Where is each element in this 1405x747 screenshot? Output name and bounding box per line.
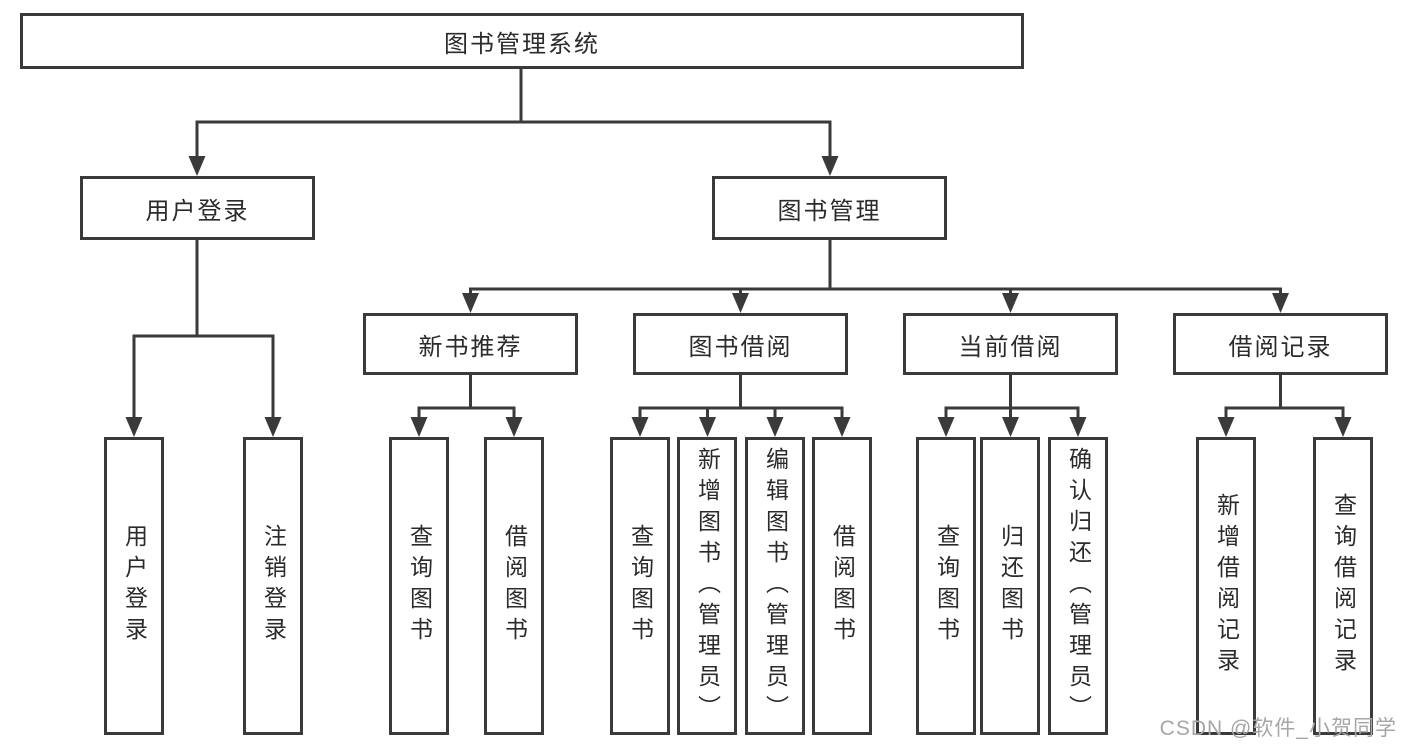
leaf-node-label: 新增借阅记录: [1213, 493, 1240, 679]
group-node-label: 新书推荐: [418, 333, 523, 361]
branch-node-book-management: 图书管理: [712, 176, 947, 240]
leaf-node-confirm-return-admin: 确认归还（管理员）: [1048, 437, 1108, 735]
group-node-new-book-recommend: 新书推荐: [363, 313, 578, 375]
group-node-label: 借阅记录: [1228, 333, 1333, 361]
leaf-node-label: 借阅图书: [829, 524, 856, 648]
leaf-node-label: 新增图书（管理员）: [694, 446, 721, 726]
group-node-borrow-record: 借阅记录: [1173, 313, 1388, 375]
leaf-node-label: 确认归还（管理员）: [1065, 446, 1092, 726]
leaf-node-add-book-admin: 新增图书（管理员）: [677, 437, 737, 735]
leaf-node-label: 查询图书: [933, 524, 960, 648]
leaf-node-user-login: 用户登录: [104, 437, 164, 735]
leaf-node-label: 归还图书: [997, 524, 1024, 648]
leaf-node-query-books: 查询图书: [389, 437, 449, 735]
leaf-node-query-borrow-record: 查询借阅记录: [1313, 437, 1373, 735]
branch-node-user-login: 用户登录: [80, 176, 315, 240]
leaf-node-query-books: 查询图书: [916, 437, 976, 735]
branch-node-label: 用户登录: [145, 197, 250, 225]
leaf-node-label: 查询图书: [406, 524, 433, 648]
group-node-label: 图书借阅: [688, 333, 793, 361]
branch-node-label: 图书管理: [777, 197, 882, 225]
leaf-node-label: 注销登录: [260, 524, 287, 648]
leaf-node-label: 编辑图书（管理员）: [762, 446, 789, 726]
leaf-node-label: 查询图书: [627, 524, 654, 648]
group-node-book-borrow: 图书借阅: [633, 313, 848, 375]
leaf-node-label: 借阅图书: [501, 524, 528, 648]
leaf-node-logout: 注销登录: [243, 437, 303, 735]
leaf-node-query-books: 查询图书: [610, 437, 670, 735]
leaf-node-add-borrow-record: 新增借阅记录: [1196, 437, 1256, 735]
leaf-node-borrow-books: 借阅图书: [484, 437, 544, 735]
leaf-node-borrow-books: 借阅图书: [812, 437, 872, 735]
root-node-library-system: 图书管理系统: [20, 13, 1024, 69]
group-node-current-borrow: 当前借阅: [903, 313, 1118, 375]
leaf-node-label: 查询借阅记录: [1330, 493, 1357, 679]
group-node-label: 当前借阅: [958, 333, 1063, 361]
leaf-node-edit-book-admin: 编辑图书（管理员）: [745, 437, 805, 735]
leaf-node-return-books: 归还图书: [980, 437, 1040, 735]
leaf-node-label: 用户登录: [121, 524, 148, 648]
root-node-label: 图书管理系统: [444, 30, 600, 58]
csdn-watermark: CSDN @软件_小贺同学: [1159, 717, 1397, 740]
